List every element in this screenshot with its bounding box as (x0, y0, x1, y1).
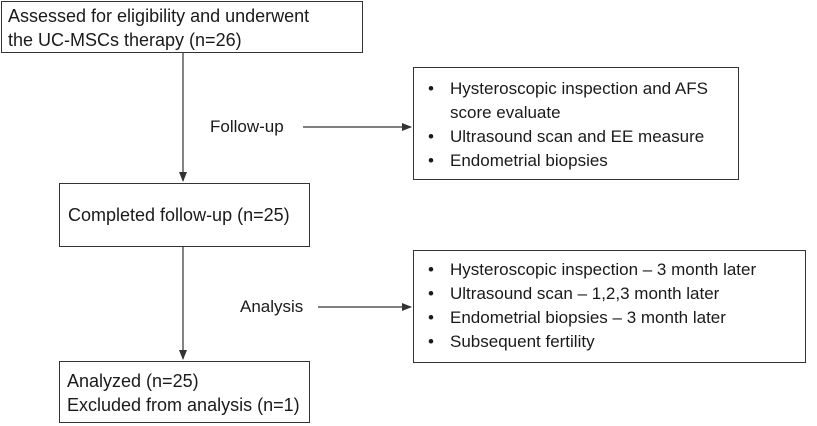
label-analysis: Analysis (240, 297, 304, 316)
bullet: • (428, 284, 434, 303)
analysis-detail-text: Subsequent fertility (450, 332, 595, 351)
bullet: • (428, 127, 434, 146)
analysis-detail-text: Endometrial biopsies – 3 month later (450, 308, 726, 327)
box-completed-line-1: Completed follow-up (n=25) (68, 205, 290, 225)
analysis-detail-text: Ultrasound scan – 1,2,3 month later (450, 284, 720, 303)
followup-detail-item: • Endometrial biopsies (420, 149, 738, 173)
box-analyzed-line-1: Analyzed (n=25) (67, 371, 199, 391)
box-eligibility: Assessed for eligibility and underwent t… (1, 1, 363, 53)
box-analyzed: Analyzed (n=25) Excluded from analysis (… (59, 361, 310, 423)
followup-detail-text: Endometrial biopsies (450, 151, 608, 170)
bullet: • (428, 79, 434, 98)
box-followup-details: • Hysteroscopic inspection and AFS score … (413, 67, 739, 180)
followup-detail-item: • Ultrasound scan and EE measure (420, 125, 738, 149)
followup-detail-item: • Hysteroscopic inspection and AFS (420, 77, 738, 101)
box-eligibility-line-1: Assessed for eligibility and underwent (8, 6, 310, 26)
bullet: • (428, 260, 434, 279)
box-analysis-details: • Hysteroscopic inspection – 3 month late… (413, 250, 806, 363)
analysis-detail-item: • Hysteroscopic inspection – 3 month late… (420, 258, 805, 282)
analysis-detail-item: • Subsequent fertility (420, 330, 805, 354)
box-analyzed-line-2: Excluded from analysis (n=1) (67, 395, 300, 415)
analysis-detail-text: Hysteroscopic inspection – 3 month later (450, 260, 757, 279)
followup-detail-item: score evaluate (420, 101, 738, 125)
box-completed: Completed follow-up (n=25) (59, 183, 310, 247)
label-followup: Follow-up (210, 117, 284, 136)
followup-detail-text: score evaluate (450, 103, 561, 122)
bullet: • (428, 308, 434, 327)
analysis-detail-item: • Ultrasound scan – 1,2,3 month later (420, 282, 805, 306)
bullet: • (428, 151, 434, 170)
box-eligibility-line-2: the UC-MSCs therapy (n=26) (8, 30, 242, 50)
followup-detail-text: Ultrasound scan and EE measure (450, 127, 705, 146)
followup-detail-text: Hysteroscopic inspection and AFS (450, 79, 708, 98)
analysis-detail-item: • Endometrial biopsies – 3 month later (420, 306, 805, 330)
bullet: • (428, 332, 434, 351)
